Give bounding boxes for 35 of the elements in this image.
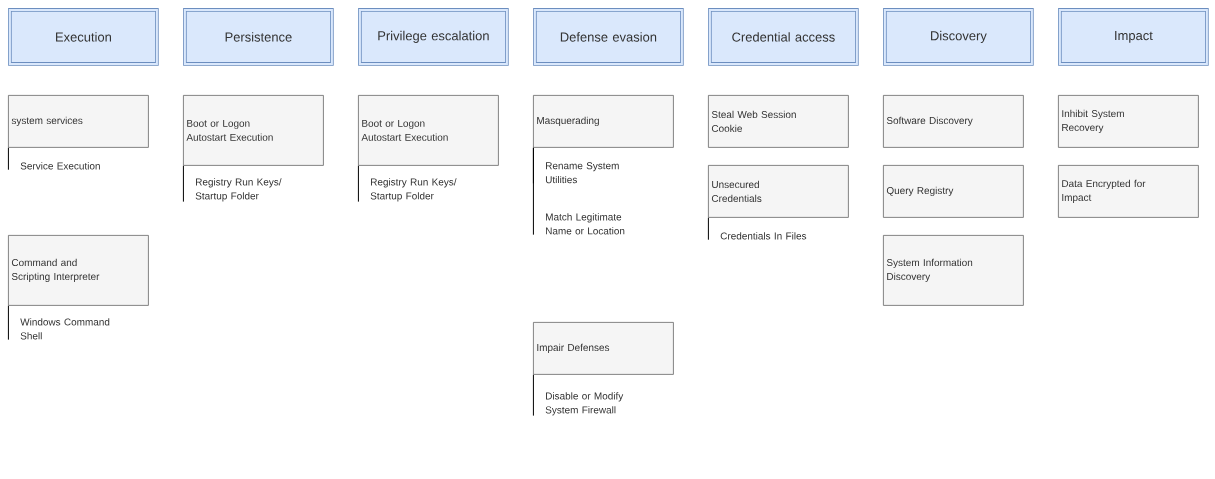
tactic-header-box: Defense evasion — [533, 8, 684, 66]
sub-technique-text: Rename System Utilities — [545, 162, 619, 184]
connector-line — [532, 374, 534, 417]
sub-technique-text: Service Execution — [20, 162, 100, 170]
tactic-header-box: Discovery — [883, 8, 1034, 66]
technique-box: Boot or Logon Autostart Execution — [358, 95, 499, 166]
connector-line — [7, 305, 9, 341]
sub-technique-text: Registry Run Keys/ Startup Folder — [370, 178, 457, 202]
technique-box: system services — [8, 95, 149, 148]
technique-box: Query Registry — [883, 165, 1024, 218]
sub-technique-text: Registry Run Keys/ Startup Folder — [195, 178, 282, 202]
technique-box: System Information Discovery — [883, 235, 1024, 306]
tactic-header-box: Privilege escalation — [358, 8, 509, 66]
technique-box: Impair Defenses — [533, 322, 674, 375]
technique-box: Command and Scripting Interpreter — [8, 235, 149, 306]
sub-technique-text: Credentials In Files — [720, 232, 807, 240]
tactic-header-box: Execution — [8, 8, 159, 66]
sub-technique-text: Disable or Modify System Firewall — [545, 392, 624, 416]
sub-technique-text: Windows Command Shell — [20, 318, 110, 340]
connector-line — [182, 165, 184, 203]
technique-box: Unsecured Credentials — [708, 165, 849, 218]
connector-line — [532, 147, 534, 236]
connector-line — [357, 165, 359, 203]
connector-line — [707, 217, 709, 241]
tactic-header-box: Persistence — [183, 8, 334, 66]
tactic-header-box: Credential access — [708, 8, 859, 66]
technique-box: Software Discovery — [883, 95, 1024, 148]
technique-box: Masquerading — [533, 95, 674, 148]
tactic-header-box: Impact — [1058, 8, 1209, 66]
connector-line — [7, 147, 9, 171]
technique-box: Boot or Logon Autostart Execution — [183, 95, 324, 166]
sub-technique-text: Match Legitimate Name or Location — [546, 213, 625, 235]
technique-box: Inhibit System Recovery — [1058, 95, 1199, 148]
technique-box: Data Encrypted for Impact — [1058, 165, 1199, 218]
technique-box: Steal Web Session Cookie — [708, 95, 849, 148]
